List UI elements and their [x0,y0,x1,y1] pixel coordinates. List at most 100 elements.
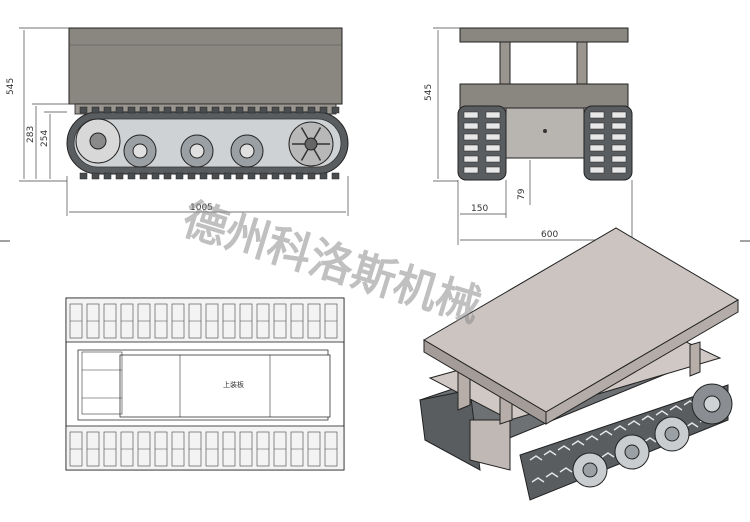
tread-bottom [127,172,136,180]
front-cleat [463,166,479,174]
dim-track-top-height: 283 [26,126,36,143]
tread-top [199,106,208,114]
front-cleat [611,155,627,163]
plate-label: 上装板 [223,380,244,389]
tread-top [127,106,136,114]
iso-tread-chevron [571,440,585,446]
tread-top [139,106,148,114]
tread-bottom [151,172,160,180]
front-cleat [463,155,479,163]
tread-bottom [283,172,292,180]
tread-top [151,106,160,114]
tread-bottom [115,172,124,180]
front-frame [459,83,629,109]
tread-top [79,106,88,114]
front-cleat [611,133,627,141]
front-view [457,27,633,181]
iso-tread-chevron [613,425,627,431]
top-motor-bay [81,351,123,415]
iso-tread-chevron [601,452,615,458]
iso-tread-chevron [627,420,641,426]
front-cleat [463,144,479,152]
front-cleat [463,111,479,119]
front-cleat [463,133,479,141]
tread-bottom [103,172,112,180]
front-cleat [589,133,605,141]
iso-tread-chevron [543,450,557,456]
tread-top [91,106,100,114]
front-cleat [485,144,501,152]
iso-post-3 [689,341,701,377]
front-cleat [463,122,479,130]
iso-tread-chevron [559,467,573,473]
top-track-details [69,303,338,467]
front-cleat [589,166,605,174]
front-cleat [485,133,501,141]
tread-top [247,106,256,114]
tread-top [211,106,220,114]
front-cleat [611,111,627,119]
tread-bottom [271,172,280,180]
front-cleat [485,155,501,163]
tread-top [283,106,292,114]
front-cleat [611,166,627,174]
tread-bottom [175,172,184,180]
front-cleat [611,144,627,152]
front-post-right [576,41,588,85]
tread-bottom [211,172,220,180]
iso-body-front [469,419,511,471]
front-dimension-lines [433,27,633,245]
idler-hub [304,137,318,151]
dim-ground-clearance: 79 [517,188,527,200]
front-cleat [589,144,605,152]
side-view [66,27,349,180]
road-wheel-3-hub [239,143,255,159]
tread-bottom [295,172,304,180]
tread-bottom [331,172,340,180]
isometric-view [418,227,739,501]
front-post-left [499,41,511,85]
iso-tread-chevron [641,415,655,421]
iso-tread-chevron [529,455,543,461]
iso-tread-chevron [585,435,599,441]
iso-track-left [419,389,481,471]
top-track-upper [65,297,345,343]
tread-bottom [199,172,208,180]
tread-bottom [235,172,244,180]
tread-top [235,106,244,114]
iso-platform-side-edge [545,299,739,425]
side-platform [68,27,343,105]
iso-tread-chevron [545,472,559,478]
track-treads [79,106,340,180]
iso-tread-chevron [685,422,699,428]
tread-bottom [259,172,268,180]
top-plate [119,354,331,418]
tread-top [223,106,232,114]
tread-bottom [163,172,172,180]
front-cleat [589,111,605,119]
front-track-cleats [463,111,627,174]
tread-top [115,106,124,114]
tread-bottom [307,172,316,180]
front-cleat [485,111,501,119]
dim-overall-width: 600 [541,230,558,240]
tread-top [175,106,184,114]
dim-track-width: 150 [471,204,488,214]
iso-tread-chevron [599,430,613,436]
iso-tread-chevron [655,410,669,416]
iso-tread-chevron [669,405,683,411]
tread-bottom [247,172,256,180]
tread-top [319,106,328,114]
iso-tread-chevron [557,445,571,451]
front-cleat [485,122,501,130]
dim-front-height: 545 [424,84,434,101]
iso-tread-chevron [643,437,657,443]
dim-track-height: 254 [40,130,50,147]
front-body-bolt [543,129,547,133]
tread-top [295,106,304,114]
tread-top [307,106,316,114]
tread-top [163,106,172,114]
tread-bottom [319,172,328,180]
